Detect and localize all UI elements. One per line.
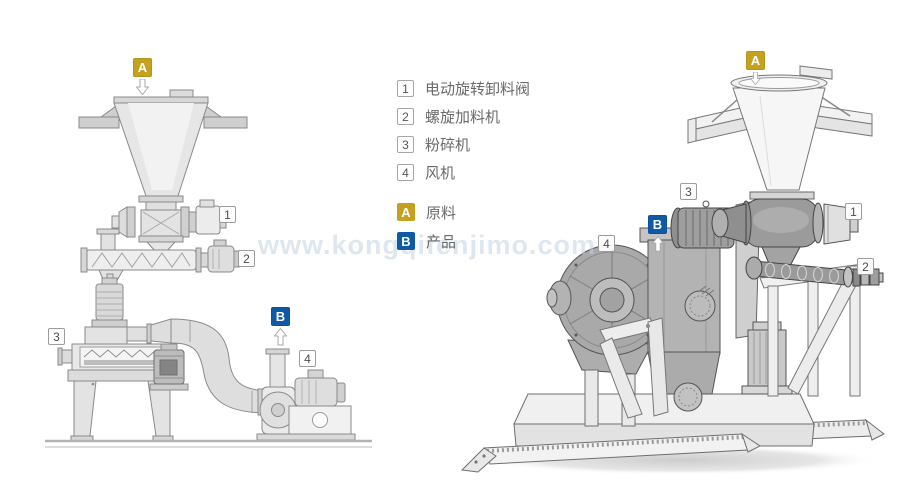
left-hopper (78, 89, 248, 197)
legend-num-1: 1 (397, 80, 414, 97)
legend-item-1: 1 电动旋转卸料阀 (397, 80, 531, 98)
legend-num-3: 3 (397, 136, 414, 153)
right-rendering (460, 65, 885, 475)
right-screw-feeder (745, 256, 884, 288)
legend-item-3: 3 粉碎机 (397, 136, 530, 154)
left-rotary-valve (111, 195, 227, 243)
arrow-up-icon (651, 236, 664, 252)
flow-a-badge: A (397, 203, 415, 221)
arrow-down-icon (750, 72, 761, 85)
legend-label-4: 风机 (425, 165, 456, 182)
flow-b-label: 产品 (426, 233, 457, 251)
legend: 1 电动旋转卸料阀 2 螺旋加料机 3 粉碎机 4 风机 (397, 80, 530, 192)
flow-a-label: 原料 (426, 204, 457, 222)
right-callout-2: 2 (857, 258, 874, 275)
legend-label-2: 螺旋加料机 (425, 109, 501, 126)
legend-item-4: 4 风机 (397, 164, 530, 182)
legend-flow-b: B 产品 (397, 232, 457, 251)
legend-label-1: 电动旋转卸料阀 (425, 81, 531, 98)
left-callout-4: 4 (299, 350, 316, 367)
left-inlet-letter: A (133, 58, 152, 77)
legend-flow-a: A 原料 (397, 203, 457, 222)
left-inlet-badge: A (133, 58, 152, 95)
right-outlet-badge: B (648, 215, 667, 252)
left-outlet-badge: B (271, 307, 290, 346)
legend-item-2: 2 螺旋加料机 (397, 108, 530, 126)
left-callout-1: 1 (219, 206, 236, 223)
left-schematic (45, 89, 372, 448)
arrow-up-icon (274, 328, 287, 346)
left-aux-motor (149, 343, 189, 391)
right-outlet-letter: B (648, 215, 667, 234)
right-rotary-valve (711, 198, 859, 267)
flow-b-badge: B (397, 232, 415, 250)
right-callout-1: 1 (845, 203, 862, 220)
right-callout-4: 4 (598, 235, 615, 252)
right-mill (599, 199, 761, 419)
left-outlet-letter: B (271, 307, 290, 326)
left-callout-2: 2 (238, 250, 255, 267)
left-screw-feeder (80, 228, 240, 273)
right-hopper (687, 65, 873, 200)
legend-label-3: 粉碎机 (425, 137, 471, 154)
right-inlet-letter: A (746, 51, 765, 70)
right-lower-motor (741, 321, 793, 395)
legend-num-4: 4 (397, 164, 414, 181)
left-fan (256, 348, 356, 441)
left-callout-3: 3 (48, 328, 65, 345)
right-inlet-badge: A (746, 51, 765, 85)
right-callout-3: 3 (680, 183, 697, 200)
left-s-duct (170, 318, 269, 414)
legend-num-2: 2 (397, 108, 414, 125)
left-ground-line (45, 439, 372, 448)
arrow-down-icon (136, 79, 149, 95)
legend-flows: A 原料 B 产品 (397, 203, 456, 261)
